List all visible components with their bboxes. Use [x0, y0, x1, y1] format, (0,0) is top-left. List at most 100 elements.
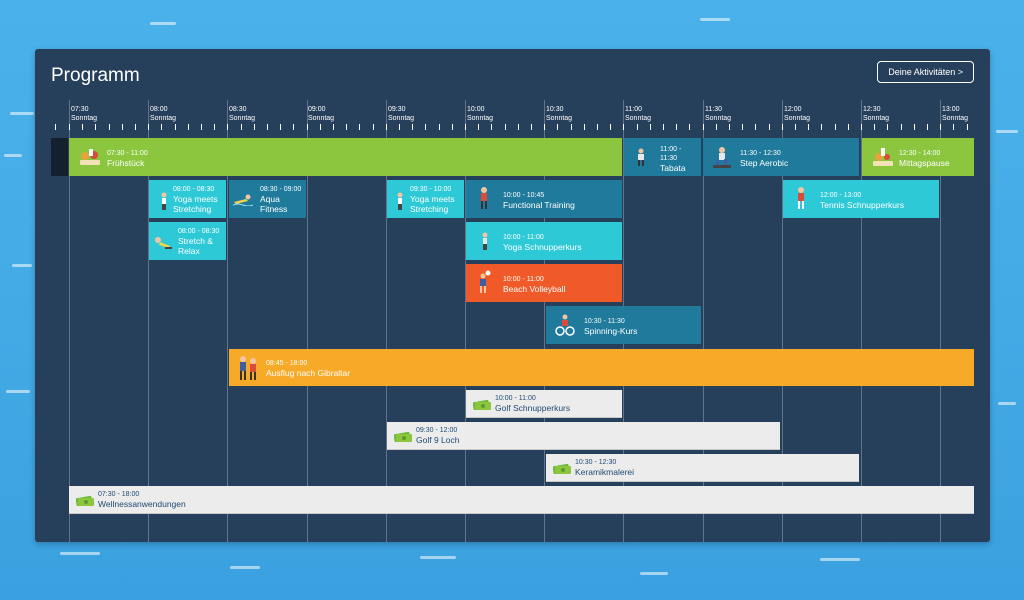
- event-time: 07:30 - 11:00: [107, 150, 148, 157]
- event-ausflug-gibraltar[interactable]: 08:45 - 18:00 Ausflug nach Gibraltar: [229, 349, 974, 386]
- time-tick: [914, 124, 915, 130]
- your-activities-button[interactable]: Deine Aktivitäten >: [877, 61, 974, 83]
- wave-decoration: [230, 566, 260, 569]
- grid-line: [227, 100, 228, 542]
- time-tick: [769, 124, 770, 130]
- grid-line: [940, 100, 941, 542]
- wave-decoration: [998, 402, 1016, 405]
- fitness-person-icon: [638, 148, 644, 166]
- time-tick: [835, 124, 836, 130]
- grid-line: [703, 100, 704, 542]
- time-tick: [610, 124, 611, 130]
- grid-line: [69, 100, 70, 542]
- time-tick: [848, 124, 849, 130]
- wave-decoration: [996, 130, 1018, 133]
- time-tick: [927, 124, 928, 130]
- time-tick: [887, 124, 888, 130]
- event-time: 10:00 - 11:00: [503, 234, 544, 241]
- time-tick: [703, 124, 704, 130]
- event-golf-schnupperkurs[interactable]: 10:00 - 11:00 Golf Schnupperkurs: [466, 390, 622, 418]
- wave-decoration: [700, 18, 730, 21]
- time-tick: [359, 124, 360, 130]
- event-name: Beach Volleyball: [503, 284, 566, 294]
- event-name: Functional Training: [503, 200, 575, 210]
- time-tick: [967, 124, 968, 130]
- time-tick: [597, 124, 598, 130]
- event-aqua-fitness[interactable]: 08:30 - 09:00 Aqua Fitness: [229, 180, 306, 218]
- grid-line: [148, 100, 149, 542]
- event-tabata[interactable]: 11:00 - 11:30 Tabata: [624, 138, 701, 176]
- event-yoga-meets-stretching-2[interactable]: 09:30 - 10:00 Yoga meets Stretching: [387, 180, 464, 218]
- time-tick: [227, 124, 228, 130]
- time-tick: [795, 124, 796, 130]
- time-tick: [214, 124, 215, 130]
- money-icon: [473, 399, 491, 410]
- time-tick: [518, 124, 519, 130]
- event-time: 09:30 - 10:00: [410, 186, 452, 193]
- event-beach-volleyball[interactable]: 10:00 - 11:00 Beach Volleyball: [466, 264, 622, 302]
- time-tick: [55, 124, 56, 130]
- cyclist-icon: [555, 314, 575, 336]
- time-tick: [333, 124, 334, 130]
- event-stretch-relax[interactable]: 08:00 - 08:30 Stretch & Relax: [149, 222, 226, 260]
- wave-decoration: [12, 264, 32, 267]
- event-time: 08:45 - 18:00: [266, 360, 308, 367]
- wave-decoration: [6, 390, 30, 393]
- time-tick: [716, 124, 717, 130]
- money-icon: [76, 495, 94, 506]
- time-tick: [452, 124, 453, 130]
- tennis-player-icon: [798, 187, 804, 209]
- event-time: 10:30 - 11:30: [584, 318, 625, 325]
- event-time: 10:00 - 11:00: [495, 395, 536, 402]
- yoga-person-icon: [397, 192, 403, 210]
- event-mittagspause[interactable]: 12:30 - 14:00 Mittagspause: [862, 138, 974, 176]
- grid-line: [307, 100, 308, 542]
- time-tick: [623, 124, 624, 130]
- lunch-icon: [873, 148, 893, 166]
- event-keramikmalerei[interactable]: 10:30 - 12:30 Keramikmalerei: [546, 454, 859, 482]
- time-tick: [135, 124, 136, 130]
- yoga-person-icon: [161, 192, 167, 210]
- event-functional-training[interactable]: 10:00 - 10:45 Functional Training: [466, 180, 622, 218]
- time-tick: [531, 124, 532, 130]
- volleyball-player-icon: [480, 270, 491, 293]
- time-tick: [874, 124, 875, 130]
- time-tick: [755, 124, 756, 130]
- event-name: Golf 9 Loch: [416, 435, 460, 445]
- time-tick: [280, 124, 281, 130]
- time-tick: [373, 124, 374, 130]
- event-name: Tennis Schnupperkurs: [820, 200, 905, 210]
- time-tick: [386, 124, 387, 130]
- time-tick: [425, 124, 426, 130]
- time-tick: [320, 124, 321, 130]
- event-fruehstueck[interactable]: 07:30 - 11:00 Frühstück: [69, 138, 622, 176]
- time-tick: [505, 124, 506, 130]
- event-name: Golf Schnupperkurs: [495, 403, 571, 413]
- wave-decoration: [820, 558, 860, 561]
- time-tick: [439, 124, 440, 130]
- time-tick: [663, 124, 664, 130]
- time-tick: [293, 124, 294, 130]
- wave-decoration: [60, 552, 100, 555]
- time-tick: [254, 124, 255, 130]
- time-tick: [412, 124, 413, 130]
- event-yoga-meets-stretching[interactable]: 08:00 - 08:30 Yoga meets Stretching: [149, 180, 226, 218]
- time-tick: [95, 124, 96, 130]
- time-tick: [161, 124, 162, 130]
- relax-person-icon: [155, 237, 172, 249]
- event-name: Yoga meets Stretching: [173, 194, 218, 214]
- event-golf-9-loch[interactable]: 09:30 - 12:00 Golf 9 Loch: [387, 422, 780, 450]
- time-tick: [821, 124, 822, 130]
- event-wellnessanwendungen[interactable]: 07:30 - 18:00 Wellnessanwendungen: [69, 486, 974, 514]
- event-yoga-schnupperkurs[interactable]: 10:00 - 11:00 Yoga Schnupperkurs: [466, 222, 622, 260]
- event-spinning-kurs[interactable]: 10:30 - 11:30 Spinning-Kurs: [546, 306, 701, 344]
- event-step-aerobic[interactable]: 11:30 - 12:30 Step Aerobic: [703, 138, 859, 176]
- event-tennis-schnupperkurs[interactable]: 12:00 - 13:00 Tennis Schnupperkurs: [783, 180, 939, 218]
- event-name: Frühstück: [107, 158, 145, 168]
